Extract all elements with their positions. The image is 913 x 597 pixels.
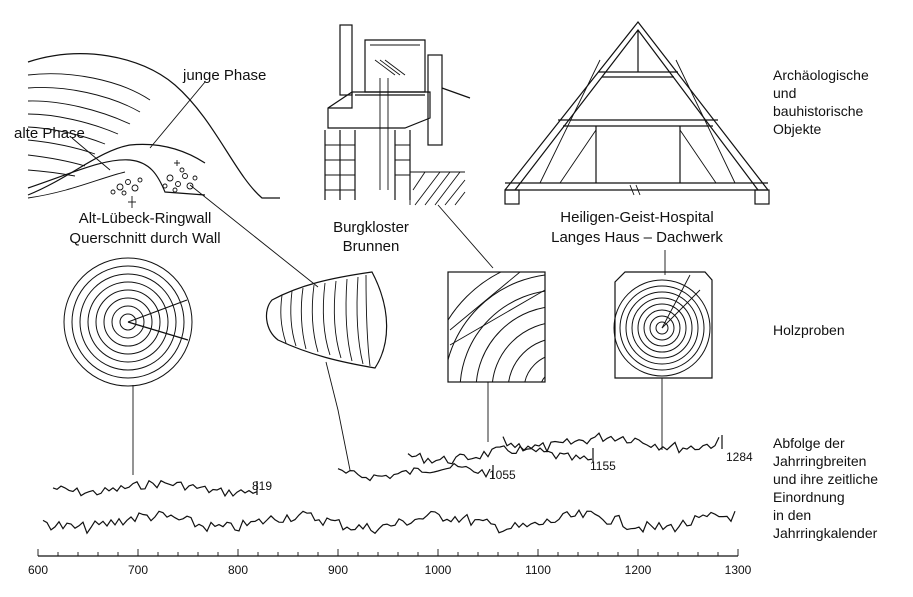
roof-beam-ring <box>655 321 669 335</box>
roof-beam-ring <box>649 315 675 341</box>
side-sequence-line5: in den <box>773 507 811 523</box>
roof-beam-radius <box>661 289 701 329</box>
seq-end-label-1284: 1284 <box>726 450 753 464</box>
x-tick-label: 1300 <box>725 563 752 577</box>
well-beam-ring <box>448 274 545 362</box>
seq-end-label-819: 819 <box>252 479 272 493</box>
seq-end-label-1155: 1155 <box>590 459 616 473</box>
side-label-sequence: Abfolge der Jahrringbreiten und ihre zei… <box>773 435 878 541</box>
disc-ring <box>79 273 177 371</box>
well-beam-ring <box>448 272 503 322</box>
side-objects-line3: bauhistorische <box>773 103 863 119</box>
disc-ring <box>63 257 193 387</box>
side-sequence-line3: und ihre zeitliche <box>773 471 878 487</box>
well-beam-ring <box>459 290 545 382</box>
disc-ring <box>119 313 137 331</box>
side-sequence-line1: Abfolge der <box>773 435 845 451</box>
x-tick-label: 800 <box>228 563 248 577</box>
disc-ring <box>87 281 169 363</box>
well-beam-radius <box>449 289 545 346</box>
side-objects-line2: und <box>773 85 796 101</box>
roof-beam-ring <box>625 291 699 365</box>
well-label-line1: Burgkloster <box>333 219 409 236</box>
ringwall-cross-section <box>27 53 280 208</box>
x-tick-label: 1100 <box>525 563 551 577</box>
ringwall-label-line2: Querschnitt durch Wall <box>69 230 220 247</box>
disc-ring <box>111 305 145 339</box>
ringwall-wedge-leader <box>189 184 319 288</box>
side-sequence-line6: Jahrringkalender <box>773 525 878 541</box>
well-beam-ring <box>508 339 545 382</box>
roof-truss-drawing <box>504 21 770 205</box>
x-tick-label: 1000 <box>425 563 452 577</box>
seq-end-label-1055: 1055 <box>489 468 516 482</box>
ring-width-series <box>52 479 258 498</box>
roof-beam-radius <box>661 274 691 329</box>
disc-ring <box>95 289 161 355</box>
ring-width-series <box>502 432 720 454</box>
roof-beam-ring <box>619 285 705 371</box>
well-drawing <box>324 24 471 206</box>
x-tick-label: 700 <box>128 563 148 577</box>
phase-young-label: junge Phase <box>182 67 266 84</box>
ringwall-label-line1: Alt-Lübeck-Ringwall <box>79 210 212 227</box>
ring-width-chart: 600 700 800 900 1000 1100 1200 1300 <box>28 432 752 577</box>
well-leader-line <box>437 204 494 269</box>
hospital-label-line2: Langes Haus – Dachwerk <box>551 229 723 246</box>
sample-well-beam <box>447 271 546 383</box>
side-label-objects: Archäologische und bauhistorische Objekt… <box>773 67 869 137</box>
side-sequence-line4: Einordnung <box>773 489 845 505</box>
well-beam-ring <box>475 306 545 382</box>
ring-width-series <box>337 462 491 482</box>
ring-width-series <box>407 445 593 465</box>
disc-ring <box>103 297 153 347</box>
disc-ring <box>71 265 185 379</box>
side-objects-line1: Archäologische <box>773 67 869 83</box>
well-beam-ring <box>524 356 545 382</box>
x-tick-label: 1200 <box>625 563 652 577</box>
well-label-line2: Brunnen <box>343 238 400 255</box>
side-sequence-line2: Jahrringbreiten <box>773 453 866 469</box>
sample-disc <box>63 257 193 387</box>
well-beam-ring <box>541 376 545 382</box>
side-objects-line4: Objekte <box>773 121 821 137</box>
sample-wedge <box>265 271 388 369</box>
hospital-label-line1: Heiligen-Geist-Hospital <box>560 209 713 226</box>
side-samples-label: Holzproben <box>773 322 845 338</box>
roof-beam-ring <box>637 303 687 353</box>
well-beam-radius <box>449 272 521 331</box>
ring-width-series <box>42 509 736 535</box>
x-tick-label: 600 <box>28 563 48 577</box>
roof-beam-ring <box>631 297 693 359</box>
sample-to-sequence-lines <box>132 361 663 475</box>
roof-beam-ring <box>643 309 681 347</box>
phase-old-label: alte Phase <box>14 125 85 142</box>
sample-roof-beam <box>613 271 713 379</box>
roof-beam-ring <box>613 279 711 377</box>
x-tick-label: 900 <box>328 563 348 577</box>
